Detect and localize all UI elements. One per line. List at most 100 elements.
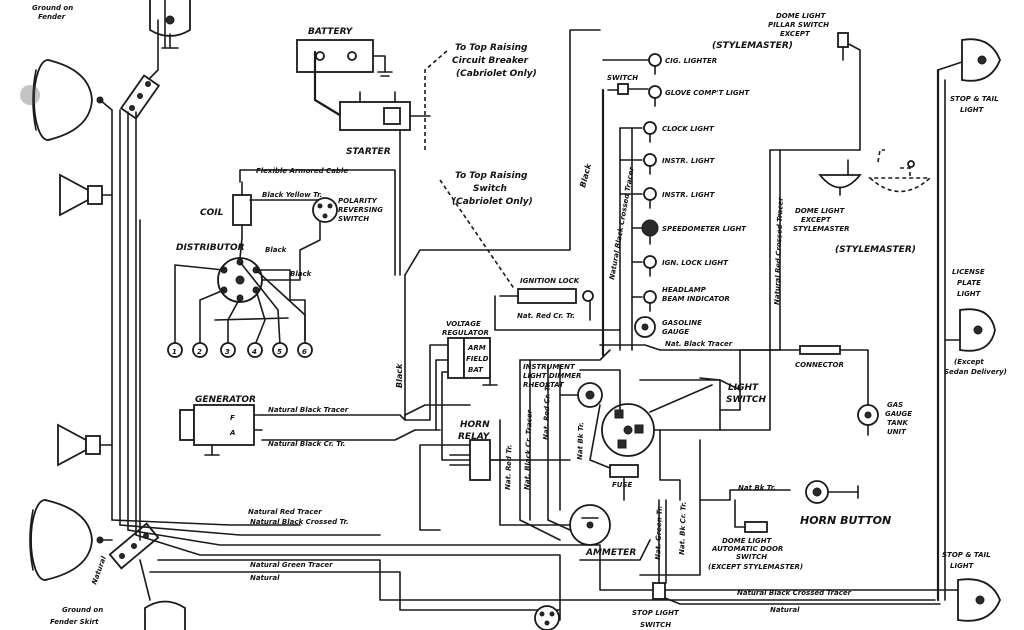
label-gen-a: A (229, 429, 235, 437)
polarity-switch (312, 197, 338, 223)
left-headlamp-bottom (29, 499, 104, 581)
spark-plug-2 (192, 342, 208, 358)
label-black-2: Black (290, 270, 313, 278)
label-horn-button: HORN BUTTON (800, 514, 891, 527)
label-nat-red-cr-tr: Nat. Red Cr. Tr. (517, 312, 575, 320)
label-light-switch-1: LIGHT (728, 383, 759, 393)
voltage-regulator (404, 337, 571, 461)
label-gas-tank-3: TANK (887, 419, 909, 427)
license-plate-light (959, 308, 996, 352)
right-harness (719, 41, 961, 602)
starter (339, 91, 431, 276)
label-ammeter: AMMETER (585, 548, 636, 558)
label-license-4: (Except (954, 358, 984, 366)
label-stop-tail-bot-1: STOP & TAIL (942, 551, 991, 559)
label-ground-fender-bot-1: Ground on (62, 606, 103, 614)
label-natural-red-tracer: Natural Red Tracer (248, 508, 322, 516)
label-nat-red-tr-vertical: Nat. Red Tr. (504, 444, 514, 490)
label-cyl-1: 1 (172, 348, 177, 356)
left-horn-bottom (57, 423, 101, 467)
instrument-lamp-2 (643, 187, 657, 209)
spark-plug-6 (297, 342, 313, 358)
label-dome-auto-4: (EXCEPT STYLEMASTER) (708, 563, 803, 571)
label-nat-black-cr-tr-vertical: Nat. Black Cr. Tracer (523, 409, 534, 490)
label-natural-black-tracer: Natural Black Tracer (268, 406, 349, 414)
glove-compartment-lamp (648, 85, 662, 107)
speedometer-lamp (641, 219, 659, 245)
ammeter (499, 419, 611, 546)
label-headlamp-2: BEAM INDICATOR (662, 295, 730, 303)
label-breaker-2: Circuit Breaker (452, 56, 529, 66)
gasoline-gauge (634, 316, 656, 338)
label-polarity-2: REVERSING (338, 206, 383, 214)
label-black-vertical-2: Black (578, 162, 593, 188)
label-instr-light-2: INSTR. LIGHT (662, 191, 716, 199)
label-switch-3: (Cabriolet Only) (452, 197, 533, 207)
spark-plug-wires (174, 261, 306, 346)
label-starter: STARTER (346, 147, 391, 157)
left-harness (99, 0, 936, 621)
label-natural-black-crossed-tr: Natural Black Crossed Tr. (250, 518, 349, 526)
dashed-switch-lead (439, 179, 516, 291)
label-light-switch-2: SWITCH (726, 395, 767, 405)
dome-light (818, 159, 862, 196)
label-natural-left: Natural (250, 574, 280, 582)
label-black-1: Black (265, 246, 288, 254)
label-distributor: DISTRIBUTOR (176, 243, 245, 253)
label-cyl-3: 3 (225, 348, 230, 356)
label-dome-auto-1: DOME LIGHT (722, 537, 773, 545)
label-stop-tail-top-2: LIGHT (960, 106, 985, 114)
label-coil: COIL (200, 208, 224, 218)
label-gas-tank-2: GAUGE (885, 410, 912, 418)
ign-lock-lamp (643, 255, 657, 277)
beam-indicator-lamp (643, 290, 657, 312)
stop-light-switch (652, 499, 941, 605)
horn-relay (419, 439, 506, 531)
label-license-3: LIGHT (957, 290, 982, 298)
label-horn-relay-2: RELAY (458, 432, 491, 442)
label-ignition-lock: IGNITION LOCK (520, 277, 580, 285)
label-dome-light-2: EXCEPT (801, 216, 832, 224)
label-cig-lighter: CIG. LIGHTER (665, 57, 717, 65)
spark-plug-5 (272, 342, 288, 358)
gas-gauge-tank-unit (857, 404, 879, 436)
label-cyl-6: 6 (302, 348, 307, 356)
label-reg-field: FIELD (466, 355, 489, 363)
label-license-1: LICENSE (952, 268, 985, 276)
stop-tail-light-top (937, 38, 1001, 82)
label-nat-bk-tr: Nat Bk Tr. (738, 484, 776, 492)
label-dome-pillar-2: PILLAR SWITCH (768, 21, 829, 29)
label-reg-arm: ARM (467, 344, 486, 352)
stop-tail-light-bottom (957, 578, 1001, 622)
label-nat-bk-tr-vertical: Nat Bk Tr. (576, 422, 585, 460)
generator (179, 274, 441, 456)
label-natural-bottom: Natural (770, 606, 800, 614)
label-breaker-3: (Cabriolet Only) (456, 69, 537, 79)
label-instrument-3: RHEOSTAT (523, 381, 565, 389)
dome-light-stylemaster (867, 149, 933, 193)
label-gen-f: F (230, 414, 235, 422)
label-stop-tail-top-1: STOP & TAIL (950, 95, 999, 103)
label-natural-black-cr-tr: Natural Black Cr. Tr. (268, 440, 345, 448)
clock-lamp (643, 121, 657, 143)
label-nat-green-tr-vertical: Nat. Green Tr. (654, 506, 664, 561)
label-voltage-2: REGULATOR (442, 329, 489, 337)
ignition-lock (404, 29, 621, 331)
label-battery: BATTERY (308, 27, 354, 37)
bottom-connector (534, 605, 560, 630)
label-black-vertical-1: Black (395, 363, 404, 388)
spark-plug-3 (220, 342, 236, 358)
label-instrument-1: INSTRUMENT (523, 363, 576, 371)
label-natural-black-crossed-tracer: Natural Black Crossed Tracer (737, 589, 852, 597)
label-ground-fender-bot-2: Fender Skirt (50, 618, 99, 626)
label-polarity-3: SWITCH (338, 215, 369, 223)
label-stylemaster: (STYLEMASTER) (835, 245, 916, 255)
label-speedometer: SPEEDOMETER LIGHT (662, 225, 747, 233)
dome-pillar-switch (837, 32, 849, 61)
left-headlamp-top (20, 59, 104, 141)
label-connector: CONNECTOR (795, 361, 844, 369)
label-black-yellow: Black Yellow Tr. (262, 191, 322, 199)
dome-automatic-door-switch (734, 499, 768, 533)
cig-lighter-lamp (602, 53, 662, 75)
